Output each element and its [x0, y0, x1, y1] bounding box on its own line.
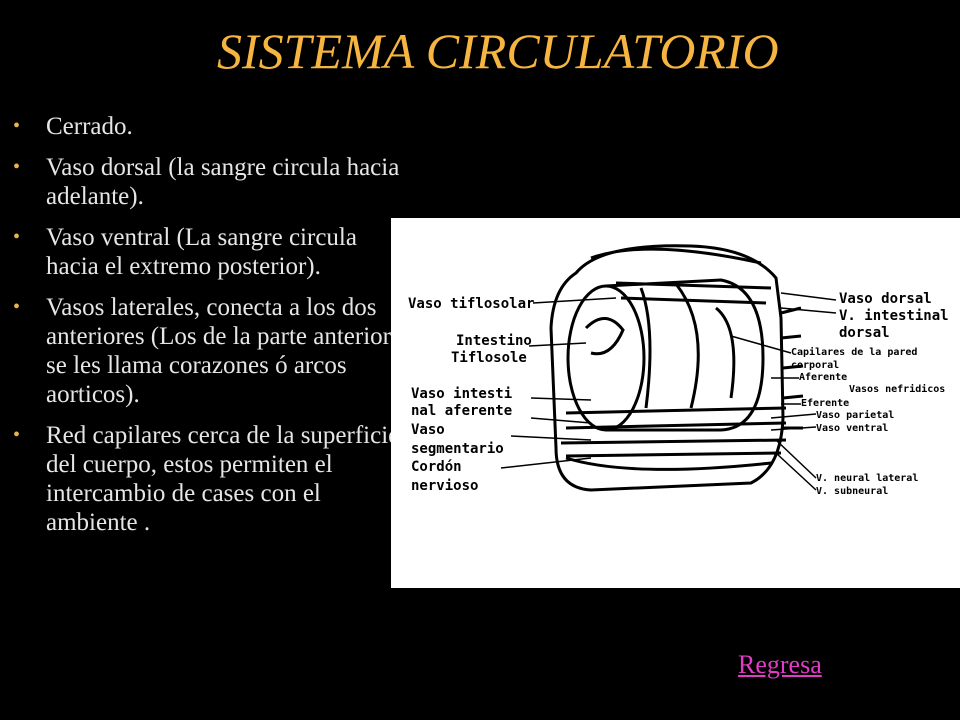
label-eferente: Eferente	[801, 398, 849, 409]
bullet-text: Vasos laterales, conecta a los dos anter…	[46, 294, 391, 408]
label-vaso-intesti: Vaso intesti	[411, 386, 512, 402]
bullet-text: Vaso dorsal (la sangre circula hacia ade…	[46, 154, 400, 210]
bullet-dot-icon: •	[13, 296, 21, 318]
bullet-item: • Red capilares cerca de la superficie de…	[0, 421, 400, 537]
bullet-item: • Cerrado.	[0, 112, 400, 141]
label-capilares: Capilares de la pared	[791, 346, 917, 358]
label-vaso-parietal: Vaso parietal	[816, 409, 894, 421]
leader-lines	[500, 292, 837, 491]
bullet-dot-icon: •	[13, 115, 21, 137]
bullet-text: Cerrado.	[46, 113, 133, 140]
label-segmentario: segmentario	[411, 441, 504, 457]
label-corporal: corporal	[791, 360, 839, 371]
label-dorsal: dorsal	[839, 325, 890, 341]
back-link[interactable]: Regresa	[738, 650, 822, 679]
label-aferente: Aferente	[799, 372, 847, 383]
label-v-neural-lateral: V. neural lateral	[816, 473, 918, 484]
bullet-text: Vaso ventral (La sangre circula hacia el…	[46, 224, 357, 280]
bullet-dot-icon: •	[13, 156, 21, 178]
label-vaso-dorsal: Vaso dorsal	[839, 291, 932, 307]
bullet-list: • Cerrado. • Vaso dorsal (la sangre circul…	[0, 112, 400, 549]
label-nervioso: nervioso	[411, 478, 478, 494]
bullet-item: • Vasos laterales, conecta a los dos ante…	[0, 293, 400, 409]
label-v-subneural: V. subneural	[816, 486, 888, 497]
body-segment-drawing	[549, 244, 804, 492]
label-vasos-nefridicos: Vasos nefridicos	[849, 383, 945, 395]
bullet-dot-icon: •	[13, 424, 21, 446]
label-nal-aferente: nal aferente	[411, 403, 512, 419]
bullet-dot-icon: •	[13, 226, 21, 248]
bullet-item: • Vaso ventral (La sangre circula hacia e…	[0, 223, 400, 281]
label-v-intestinal: V. intestinal	[839, 308, 949, 324]
label-vaso-ventral: Vaso ventral	[816, 423, 888, 434]
label-intestino: Intestino	[456, 333, 532, 349]
diagram-svg: Vaso tiflosolar Intestino Tiflosole Vaso…	[408, 244, 949, 497]
circulatory-diagram: Vaso tiflosolar Intestino Tiflosole Vaso…	[391, 218, 960, 588]
label-tiflosole: Tiflosole	[451, 350, 527, 366]
slide-title: SISTEMA CIRCULATORIO	[217, 23, 779, 79]
label-cordon: Cordón	[411, 459, 462, 475]
label-vaso-tiflosolar: Vaso tiflosolar	[408, 296, 534, 312]
bullet-text: Red capilares cerca de la superficie del…	[46, 422, 400, 536]
bullet-item: • Vaso dorsal (la sangre circula hacia ad…	[0, 153, 400, 211]
label-vaso: Vaso	[411, 422, 445, 438]
